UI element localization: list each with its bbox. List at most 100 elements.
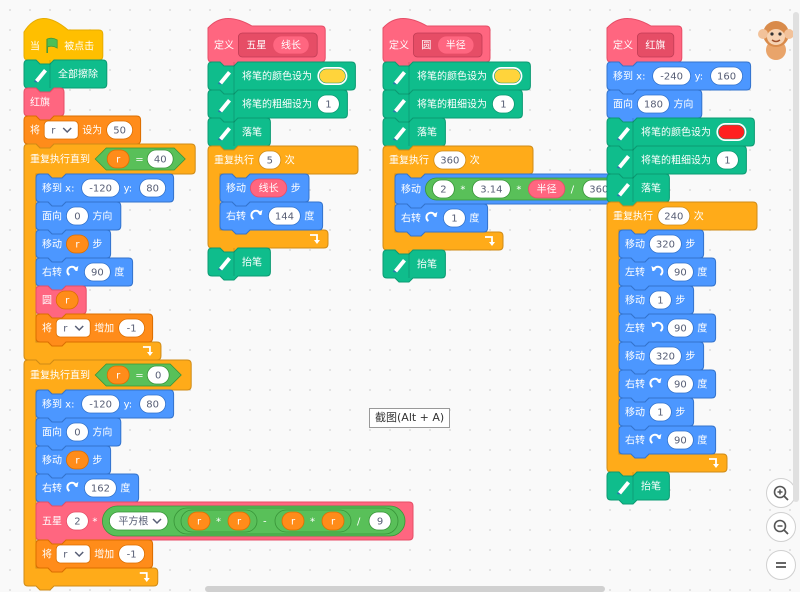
number-input[interactable]: 180 [637, 94, 670, 114]
number-input[interactable]: -120 [81, 394, 120, 414]
vertical-scrollbar[interactable] [793, 12, 799, 502]
number-input[interactable]: 160 [710, 66, 743, 86]
number-input[interactable]: 1 [649, 402, 672, 422]
operator-reporter[interactable]: r*r-r*r/9 [173, 507, 399, 535]
number-input[interactable]: 1 [316, 94, 340, 114]
number-input[interactable]: 0 [66, 206, 89, 226]
number-input[interactable]: 1 [716, 150, 739, 170]
zoom-out-button[interactable] [766, 512, 796, 542]
zoom-in-button[interactable] [766, 478, 796, 508]
variable-reporter[interactable]: r [66, 234, 89, 254]
color-swatch[interactable] [492, 67, 523, 85]
code-block[interactable]: 抬笔 [207, 247, 271, 281]
variable-dropdown[interactable]: r [55, 318, 91, 338]
number-input[interactable]: 9 [368, 511, 392, 531]
operator-reporter[interactable]: r*r [180, 509, 258, 533]
argument-reporter[interactable]: 半径 [528, 179, 566, 199]
number-input[interactable]: 144 [267, 206, 301, 226]
number-input[interactable]: 2 [431, 179, 455, 199]
number-input[interactable]: 40 [146, 149, 174, 169]
number-input[interactable]: 50 [106, 120, 133, 140]
define-prototype[interactable]: 圆半径 [412, 32, 483, 58]
number-input[interactable]: 1 [442, 208, 466, 228]
zoom-reset-button[interactable] [766, 550, 796, 580]
function-dropdown[interactable]: 平方根 [109, 511, 169, 531]
variable-reporter[interactable]: r [66, 450, 89, 470]
number-input[interactable]: 320 [649, 346, 682, 366]
number-input[interactable]: 320 [649, 234, 682, 254]
code-block[interactable]: 落笔 [382, 117, 446, 151]
code-block[interactable]: 移动线长步 [219, 173, 310, 207]
color-swatch[interactable] [716, 123, 747, 141]
define-block[interactable]: 定义五星线长 [207, 18, 326, 67]
argument-reporter[interactable]: 线长 [272, 35, 310, 55]
number-input[interactable]: 0 [66, 422, 89, 442]
color-swatch[interactable] [317, 67, 348, 85]
number-input[interactable]: 90 [84, 262, 111, 282]
number-input[interactable]: 90 [667, 430, 694, 450]
number-input[interactable]: 80 [139, 178, 167, 198]
code-block[interactable]: 落笔 [207, 117, 271, 151]
variable-dropdown[interactable]: r [43, 120, 79, 140]
number-input[interactable]: 0 [146, 365, 170, 385]
argument-reporter[interactable]: 线长 [249, 178, 288, 198]
argument-reporter[interactable]: 半径 [437, 35, 475, 55]
code-block[interactable]: 抬笔 [606, 471, 670, 505]
number-input[interactable]: -1 [118, 318, 145, 338]
number-input[interactable]: 3.14 [471, 179, 511, 199]
number-input[interactable]: 5 [258, 150, 282, 170]
number-input[interactable]: -120 [81, 178, 120, 198]
code-block[interactable]: 抬笔 [382, 249, 446, 283]
variable-reporter[interactable]: r [187, 511, 211, 531]
code-block[interactable]: 全部擦除 [23, 59, 108, 93]
variable-reporter[interactable]: r [227, 511, 251, 531]
number-input[interactable]: 90 [667, 374, 694, 394]
number-input[interactable]: 90 [667, 318, 694, 338]
code-block[interactable]: 将笔的颜色设为 [207, 61, 356, 95]
when-flag-clicked-block[interactable]: 当被点击 [23, 18, 104, 65]
variable-reporter[interactable]: r [55, 290, 79, 310]
variable-dropdown[interactable]: r [55, 544, 91, 564]
code-block[interactable]: 将笔的颜色设为 [382, 61, 531, 95]
code-block[interactable]: 落笔 [606, 173, 670, 207]
operator-reporter[interactable]: r*r [274, 509, 352, 533]
number-input[interactable]: 360 [433, 150, 467, 170]
operator-reporter[interactable]: 2*3.14*半径/360 [424, 177, 623, 201]
code-block[interactable]: 红旗 [23, 87, 65, 121]
number-input[interactable]: 162 [84, 478, 117, 498]
number-input[interactable]: 240 [657, 206, 691, 226]
define-block[interactable]: 定义圆半径 [382, 18, 491, 67]
